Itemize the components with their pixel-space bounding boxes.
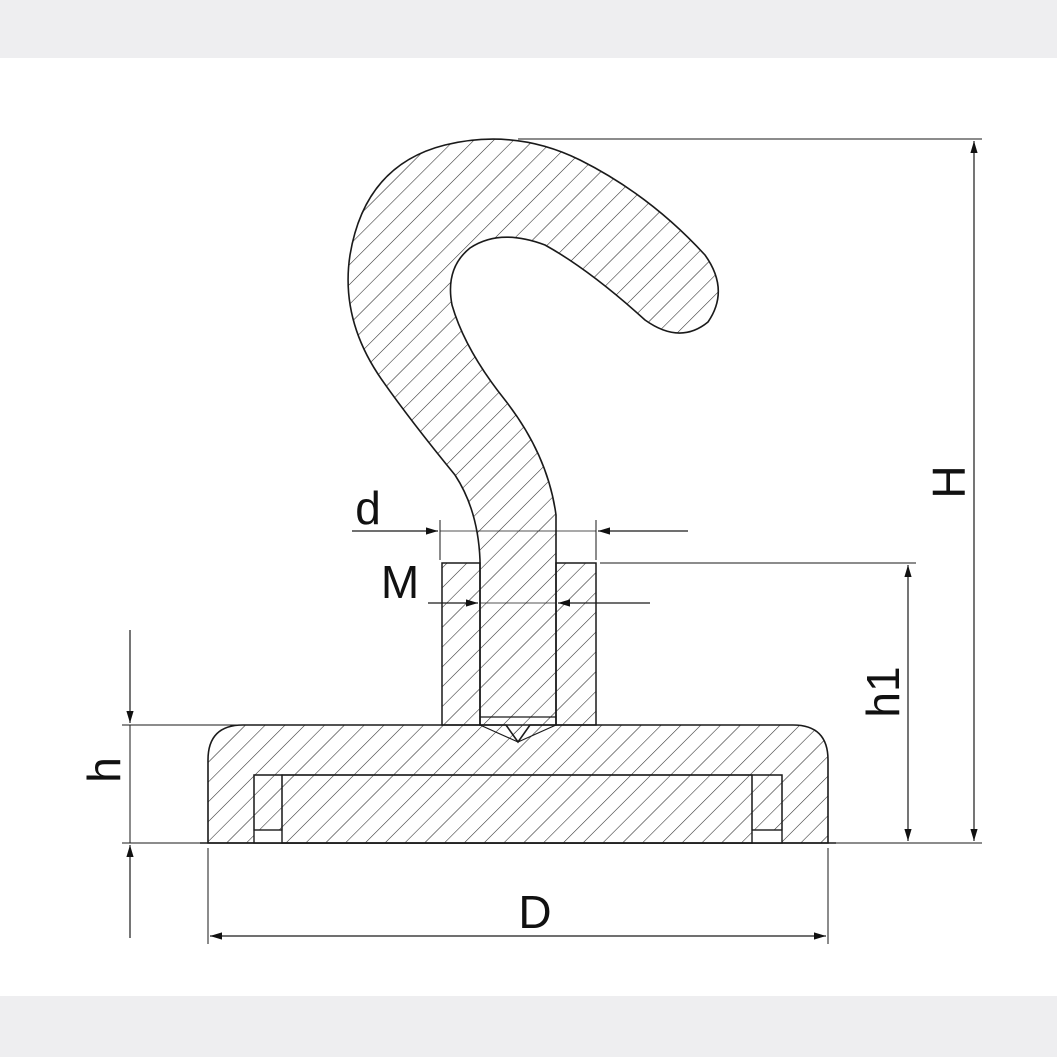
- dimension-M: M: [381, 556, 650, 608]
- dimension-h: h: [78, 630, 440, 938]
- top-gray-band: [0, 0, 1057, 58]
- label-h1: h1: [857, 666, 909, 717]
- label-d: d: [355, 482, 381, 534]
- label-D: D: [518, 886, 551, 938]
- right-insulator: [751, 774, 783, 831]
- label-h: h: [78, 757, 130, 783]
- magnet-core: [281, 774, 753, 844]
- dimension-H: H: [518, 138, 982, 844]
- boss-left-wall: [441, 562, 481, 726]
- label-H: H: [923, 465, 975, 498]
- magnet-base: [200, 724, 836, 844]
- hook: [347, 138, 720, 744]
- dimension-D: D: [207, 848, 829, 944]
- bottom-gray-band: [0, 996, 1057, 1057]
- threaded-boss: [441, 562, 597, 726]
- left-insulator: [253, 774, 283, 831]
- boss-right-wall: [555, 562, 597, 726]
- dimension-d: d: [352, 482, 688, 560]
- hook-body-outline: [347, 138, 720, 744]
- label-M: M: [381, 556, 419, 608]
- dimension-h1: h1: [600, 562, 916, 841]
